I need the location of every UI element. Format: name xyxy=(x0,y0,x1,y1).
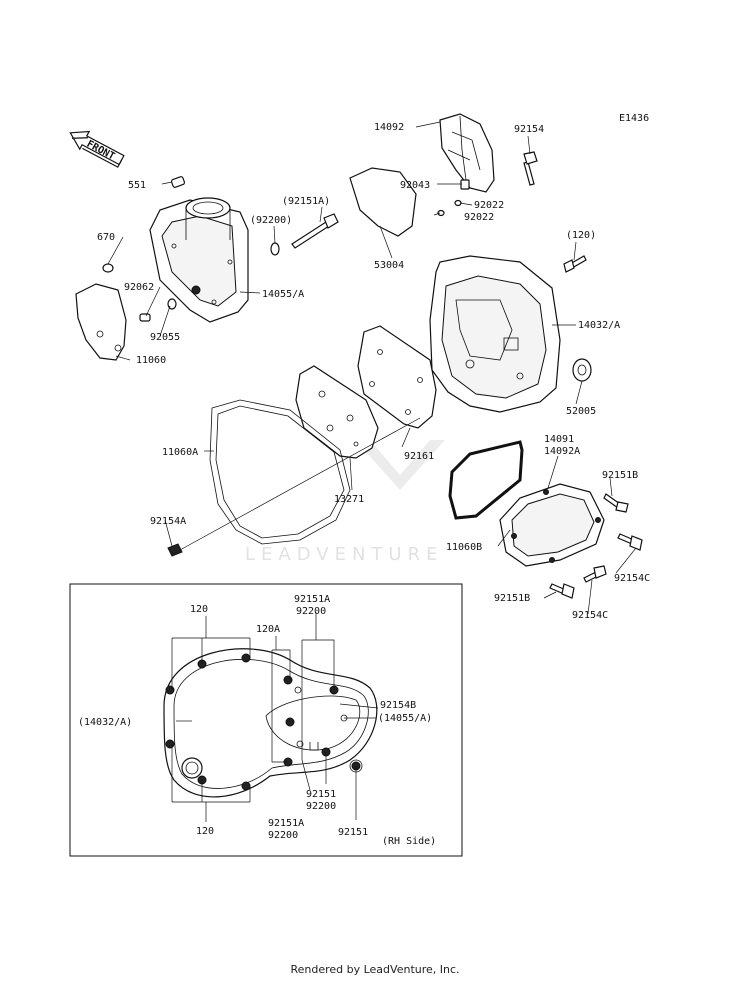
bolt-92200 xyxy=(296,740,304,748)
label-92200: (92200) xyxy=(250,215,292,226)
label-92151A: (92151A) xyxy=(282,196,330,207)
bolt-120 xyxy=(241,781,251,791)
seal-52005 xyxy=(572,358,592,382)
front-arrow-icon: FRONT xyxy=(69,130,125,168)
label-92022-a: 92022 xyxy=(474,200,504,211)
label-14092A: 14092A xyxy=(544,446,580,457)
part-92154C-bolt-right xyxy=(617,533,643,551)
part-92151A-bolt xyxy=(291,213,339,249)
inset-label-120-top: 120 xyxy=(190,604,208,615)
part-92022-b xyxy=(437,209,445,217)
plate-13271 xyxy=(295,365,379,459)
label-92154: 92154 xyxy=(514,124,544,135)
housing-14055A xyxy=(149,197,249,323)
gasket-11060 xyxy=(75,283,127,361)
label-92043: 92043 xyxy=(400,180,430,191)
label-11060: 11060 xyxy=(136,355,166,366)
label-92154C-bottom: 92154C xyxy=(572,610,608,621)
part-92154C-bolt-bottom xyxy=(583,565,607,583)
label-11060B: 11060B xyxy=(446,542,482,553)
part-92154A-bolt xyxy=(167,417,421,557)
label-92154A: 92154A xyxy=(150,516,186,527)
label-92151B-bottom: 92151B xyxy=(494,593,530,604)
inset-label-14055A: (14055/A) xyxy=(378,713,432,724)
gasket-11060B xyxy=(448,440,524,520)
label-14055A: 14055/A xyxy=(262,289,304,300)
label-92022-b: 92022 xyxy=(464,212,494,223)
gasket-11060A xyxy=(209,399,351,545)
inset-cover-outline xyxy=(163,648,378,798)
label-14092: 14092 xyxy=(374,122,404,133)
label-14091: 14091 xyxy=(544,434,574,445)
label-551: 551 xyxy=(128,180,146,191)
label-92062: 92062 xyxy=(124,282,154,293)
part-670-oring xyxy=(102,263,114,273)
bolt-92200 xyxy=(294,686,302,694)
bolt-120 xyxy=(241,653,251,663)
watermark: LEADVENTURE xyxy=(245,440,445,565)
label-670: 670 xyxy=(97,232,115,243)
label-52005: 52005 xyxy=(566,406,596,417)
front-arrow-label: FRONT xyxy=(85,139,117,163)
label-53004: 53004 xyxy=(374,260,404,271)
bolt-92154B xyxy=(285,717,295,727)
cover-14091-14092A xyxy=(499,483,605,567)
leader-lines xyxy=(107,121,637,615)
label-13271: 13271 xyxy=(334,494,364,505)
part-92154-bolt xyxy=(523,151,538,186)
inset-label-14032A: (14032/A) xyxy=(78,717,132,728)
label-92151B-top: 92151B xyxy=(602,470,638,481)
diagram-code: E1436 xyxy=(619,113,649,124)
inset-label-92151A-bottom: 92151A xyxy=(268,818,304,829)
part-92200-washer xyxy=(270,242,280,256)
footer-credit: Rendered by LeadVenture, Inc. xyxy=(290,963,460,976)
inset-label-92200-top: 92200 xyxy=(296,606,326,617)
part-92062 xyxy=(139,313,151,322)
part-120-bolt xyxy=(563,255,587,273)
bolt-120 xyxy=(165,685,175,695)
label-92154C-right: 92154C xyxy=(614,573,650,584)
part-92151B-bolt-top xyxy=(603,493,629,513)
label-92161: 92161 xyxy=(404,451,434,462)
label-14032A: 14032/A xyxy=(578,320,620,331)
watermark-text: LEADVENTURE xyxy=(245,544,443,565)
part-labels: 551 670 92062 92055 11060 14055/A (92200… xyxy=(97,122,650,621)
inset-label-120A: 120A xyxy=(256,624,280,635)
label-11060A: 11060A xyxy=(162,447,198,458)
part-551-dowel xyxy=(170,176,186,188)
inset-label-92200-mid: 92200 xyxy=(306,801,336,812)
label-92055: 92055 xyxy=(150,332,180,343)
insulator-53004 xyxy=(349,167,417,237)
inset-label-92151A-top: 92151A xyxy=(294,594,330,605)
label-120: (120) xyxy=(566,230,596,241)
part-92043 xyxy=(460,179,470,190)
bolt-120 xyxy=(165,739,175,749)
bolt-120A xyxy=(283,675,293,685)
inset-rh-side: 120 120A 92151A 92200 92154B (14055/A) (… xyxy=(69,583,463,857)
inset-label-rh-side: (RH Side) xyxy=(382,836,436,847)
cover-14092 xyxy=(439,113,495,193)
inset-label-92200-bottom: 92200 xyxy=(268,830,298,841)
inset-label-92151-right: 92151 xyxy=(338,827,368,838)
cover-14032A xyxy=(429,255,561,413)
inset-label-120-bottom: 120 xyxy=(196,826,214,837)
part-92151B-bolt-bottom xyxy=(549,583,575,599)
inset-label-92154B: 92154B xyxy=(380,700,416,711)
inset-label-92151: 92151 xyxy=(306,789,336,800)
inset-leaders xyxy=(171,612,379,822)
